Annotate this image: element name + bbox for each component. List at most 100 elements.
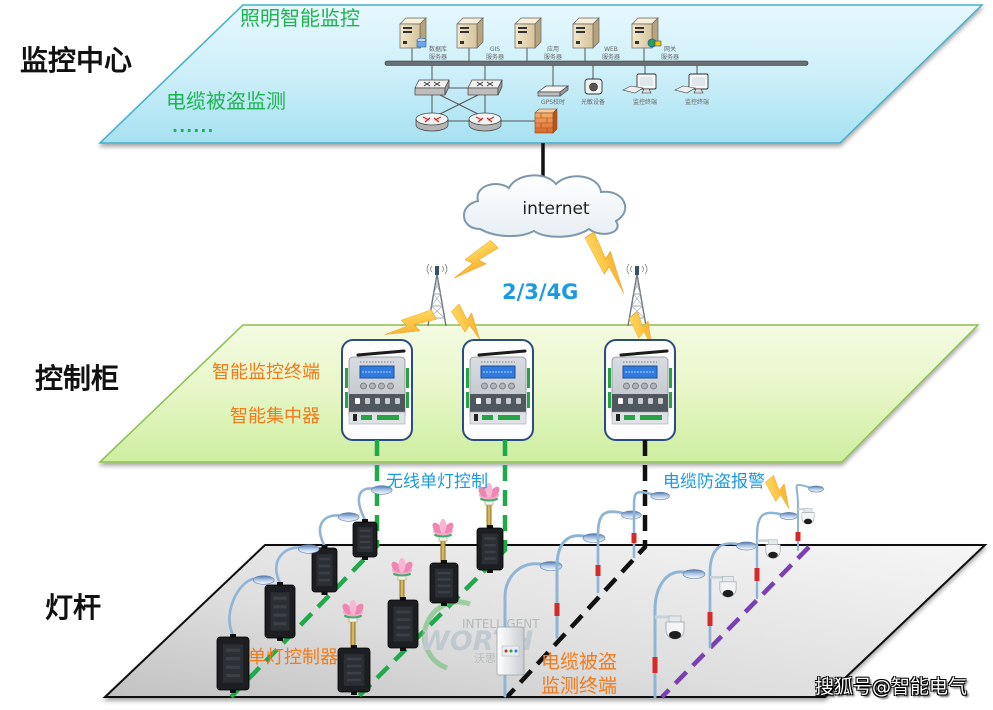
server-icon xyxy=(456,17,484,49)
camera-mount xyxy=(722,576,734,583)
router-top xyxy=(468,112,502,126)
device-button[interactable] xyxy=(623,382,630,390)
power-button xyxy=(635,41,639,44)
controller-vent xyxy=(319,564,330,568)
panel-indicator xyxy=(618,398,623,404)
cable-gland xyxy=(487,525,493,529)
lamp-head-icon xyxy=(621,510,642,520)
antenna-icon xyxy=(356,349,406,357)
lamp-head-icon xyxy=(337,512,360,522)
cable-gland xyxy=(362,556,368,560)
panel-indicator xyxy=(658,398,663,404)
controller-vent xyxy=(484,550,496,554)
wireless-control-label: 无线单灯控制 xyxy=(386,472,488,492)
panel-indicator xyxy=(486,398,491,404)
panel-indicator xyxy=(516,398,521,404)
pole-shaft xyxy=(318,514,343,547)
lamp-head-icon xyxy=(252,575,275,585)
controller-vent xyxy=(484,543,496,547)
camera-mount xyxy=(767,539,779,545)
power-socket xyxy=(616,414,620,421)
cable-gland xyxy=(362,519,368,523)
cable-alarm-label: 电缆防盗报警 xyxy=(663,472,765,492)
layer-title-monitoring-center: 监控中心 xyxy=(20,44,133,77)
drive-slot xyxy=(518,27,527,29)
radio-waves-icon xyxy=(626,263,648,275)
server-icon xyxy=(572,17,600,49)
tower-brace xyxy=(631,293,641,307)
device-button[interactable] xyxy=(641,382,648,390)
drive-slot xyxy=(460,27,469,29)
cable-gland xyxy=(230,689,236,693)
lotus-petal xyxy=(439,519,447,533)
device-button[interactable] xyxy=(490,382,497,390)
single-lamp-controller xyxy=(429,560,459,606)
cable-alarm-sensor xyxy=(652,657,658,673)
server-icon xyxy=(514,17,542,49)
device-button[interactable] xyxy=(360,382,367,390)
cloud-label: internet xyxy=(522,199,590,219)
panel-indicator xyxy=(638,398,643,404)
monitor-terminal-icon xyxy=(622,73,657,94)
function-more-ellipsis: ...... xyxy=(172,117,215,136)
panel-indicator xyxy=(385,398,390,404)
antenna-head xyxy=(635,266,639,275)
panel-indicator xyxy=(496,398,501,404)
tower-brace xyxy=(431,305,445,319)
side-terminal xyxy=(527,392,530,408)
terminal-block xyxy=(640,415,662,420)
router-icon xyxy=(415,112,449,132)
smart-concentrator-cabinet xyxy=(604,339,676,441)
controller-vent xyxy=(225,657,241,661)
drive-slot xyxy=(403,27,412,29)
device-button[interactable] xyxy=(369,382,376,390)
side-terminal xyxy=(406,368,409,388)
device-button[interactable] xyxy=(387,382,394,390)
cable-alarm-sensor xyxy=(795,532,801,541)
lotus-petal xyxy=(342,603,352,615)
power-socket xyxy=(353,414,357,421)
cable-gland xyxy=(351,691,357,695)
network-switch-icon xyxy=(414,79,450,96)
device-button[interactable] xyxy=(650,382,657,390)
device-button[interactable] xyxy=(632,382,639,390)
gateway-icon xyxy=(654,40,662,47)
lamp-head-icon xyxy=(370,485,393,495)
power-button xyxy=(460,41,464,44)
street-lamp-pole xyxy=(652,569,706,699)
drive-slot xyxy=(576,27,585,29)
device-button[interactable] xyxy=(378,382,385,390)
side-terminal xyxy=(466,368,469,388)
dome-camera-icon xyxy=(665,615,685,640)
tower-leg xyxy=(627,273,638,327)
lamp-head-icon xyxy=(539,561,563,571)
panel-indicator xyxy=(375,398,380,404)
lotus-petal xyxy=(485,483,493,497)
side-terminal xyxy=(466,392,469,408)
device-button[interactable] xyxy=(481,382,488,390)
tower-brace xyxy=(633,281,639,295)
device-button[interactable] xyxy=(508,382,515,390)
server-type-label: 服务器 xyxy=(486,53,504,61)
device-button[interactable] xyxy=(499,382,506,390)
server-type-label: 服务器 xyxy=(544,53,562,61)
drive-slot xyxy=(635,27,644,29)
keyboard-icon xyxy=(674,85,696,94)
dome-camera-icon xyxy=(765,539,781,559)
camera-lens xyxy=(722,589,734,598)
peripheral-label: 监控终端 xyxy=(633,98,657,106)
server-type-label: 服务器 xyxy=(602,53,620,61)
controller-vent xyxy=(273,596,287,600)
status-led xyxy=(514,649,518,653)
controller-face xyxy=(343,654,365,686)
controller-vent xyxy=(437,578,451,581)
antenna-icon xyxy=(619,349,669,357)
wireless-signals xyxy=(384,231,790,509)
network-link xyxy=(439,94,479,115)
street-lamp-pole xyxy=(357,485,393,521)
power-socket xyxy=(474,414,478,421)
antenna-icon xyxy=(477,349,527,357)
camera-lens xyxy=(803,518,813,525)
lightning-bolt-icon xyxy=(384,309,437,335)
sensor-lens xyxy=(589,82,598,92)
